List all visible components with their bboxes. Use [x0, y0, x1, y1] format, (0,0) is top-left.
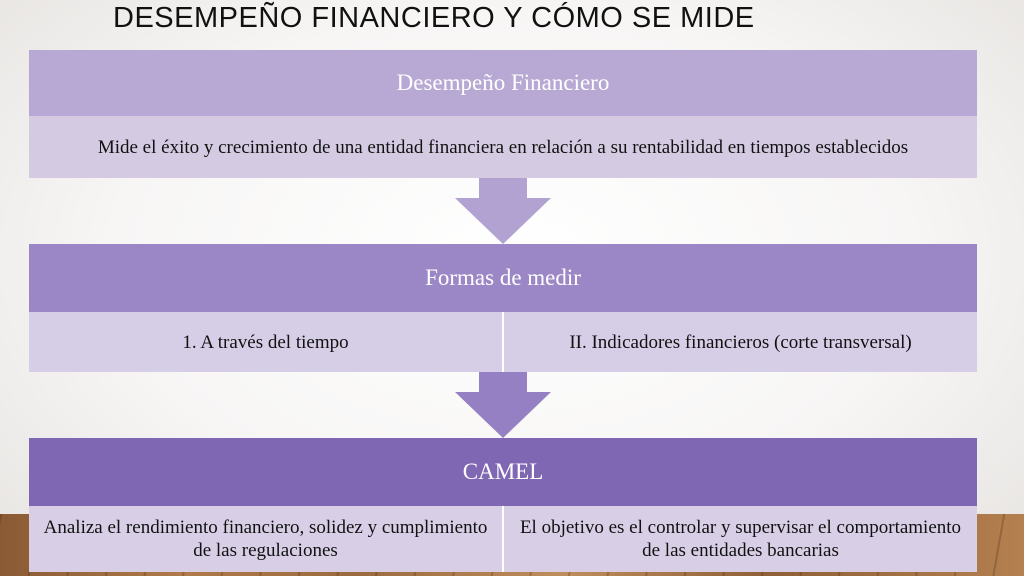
block-cell-tiempo: 1. A través del tiempo: [29, 312, 502, 372]
page-title: DESEMPEÑO FINANCIERO Y CÓMO SE MIDE: [113, 2, 755, 34]
down-arrow-icon: [455, 372, 551, 438]
block-formas-de-medir: Formas de medir 1. A través del tiempo I…: [29, 244, 977, 372]
block-body: Mide el éxito y crecimiento de una entid…: [29, 116, 977, 178]
block-cell-definition: Mide el éxito y crecimiento de una entid…: [29, 116, 977, 178]
block-cell-analiza: Analiza el rendimiento financiero, solid…: [29, 506, 502, 572]
block-cell-objetivo: El objetivo es el controlar y supervisar…: [504, 506, 977, 572]
block-camel: CAMEL Analiza el rendimiento financiero,…: [29, 438, 977, 572]
block-desempeno-financiero: Desempeño Financiero Mide el éxito y cre…: [29, 50, 977, 178]
block-body: Analiza el rendimiento financiero, solid…: [29, 506, 977, 572]
block-header: Formas de medir: [29, 244, 977, 312]
block-body: 1. A través del tiempo II. Indicadores f…: [29, 312, 977, 372]
block-cell-indicadores: II. Indicadores financieros (corte trans…: [504, 312, 977, 372]
block-header: Desempeño Financiero: [29, 50, 977, 116]
block-header: CAMEL: [29, 438, 977, 506]
down-arrow-icon: [455, 178, 551, 244]
